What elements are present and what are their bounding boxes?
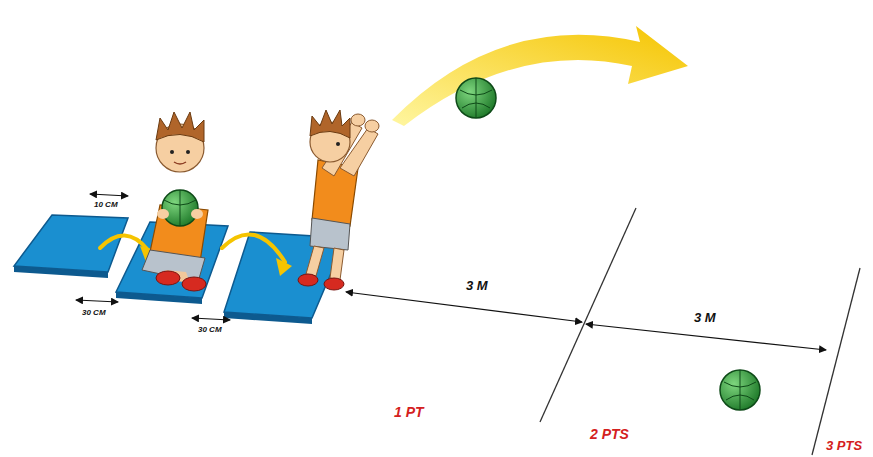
dimension-label: 3 M <box>692 310 718 325</box>
zone-lines <box>540 208 860 455</box>
sitting-child <box>142 112 208 291</box>
ball <box>720 370 760 410</box>
points-label: 1 PT <box>392 404 426 420</box>
dimension-label: 3 M <box>464 278 490 293</box>
points-label: 3 PTS <box>824 438 864 453</box>
throwing-child <box>298 110 379 290</box>
dimension-label: 10 CM <box>92 200 120 210</box>
ball <box>456 78 496 118</box>
dimension-label: 30 CM <box>80 308 108 318</box>
hop-arrowhead <box>276 258 292 276</box>
dimension-label: 30 CM <box>196 325 224 335</box>
throw-arc <box>392 26 688 126</box>
points-label: 2 PTS <box>588 426 631 442</box>
